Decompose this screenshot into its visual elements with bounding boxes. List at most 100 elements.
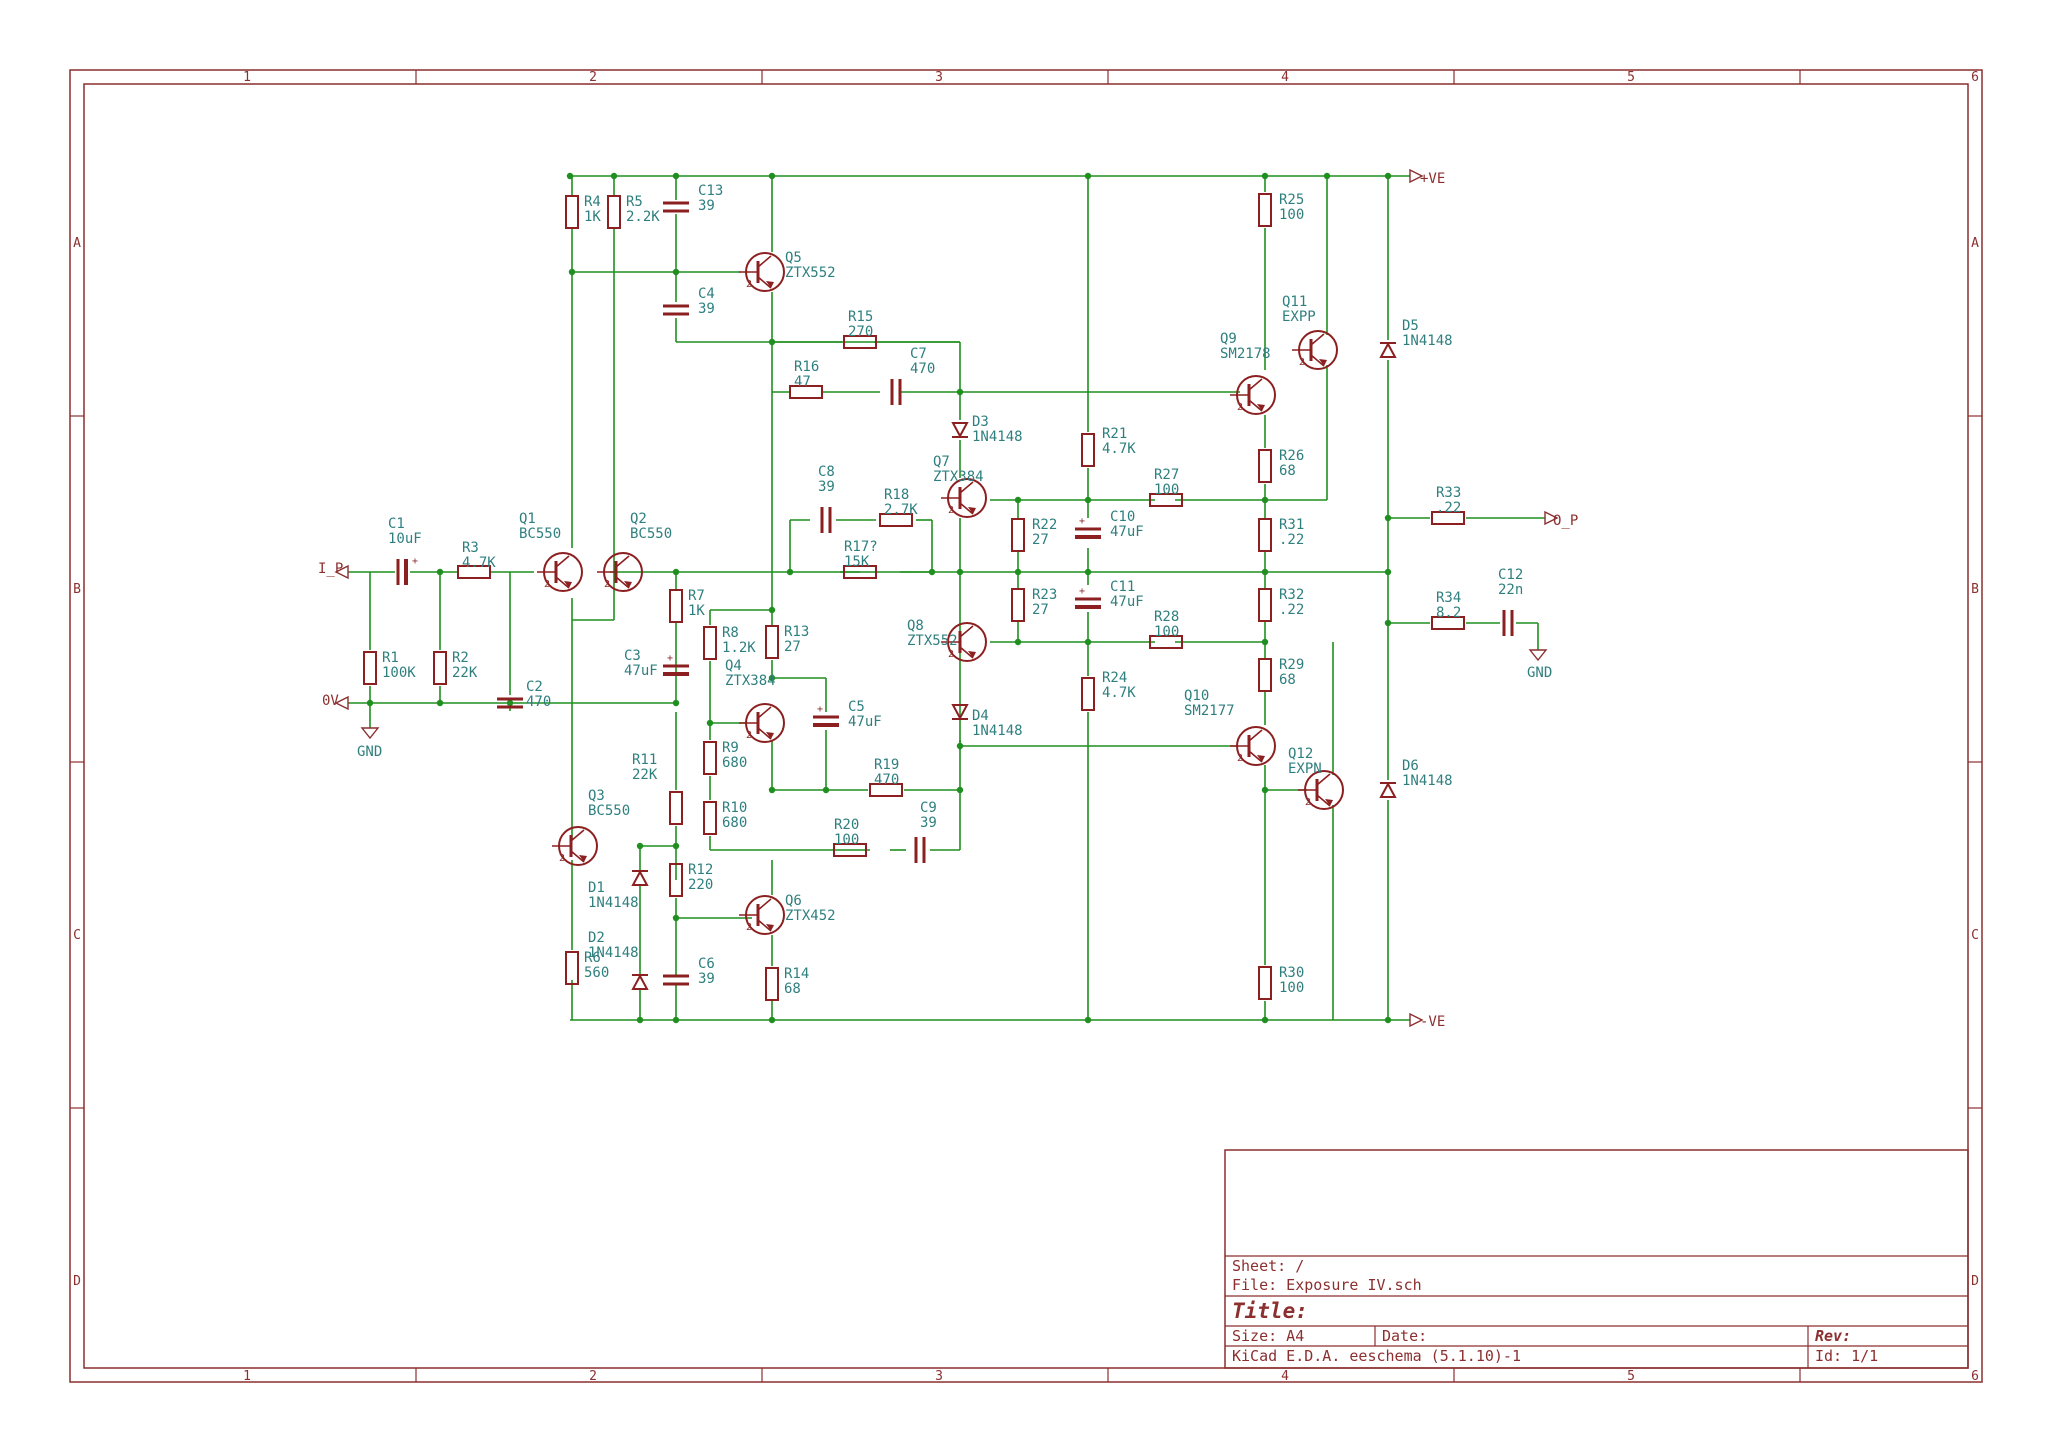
capacitor-ref: C2 xyxy=(526,679,543,695)
row-markers-right: A B C D xyxy=(1971,236,1979,1289)
diode-ref: D5 xyxy=(1402,318,1419,334)
resistor-value: 15K xyxy=(844,554,870,570)
junction-dot xyxy=(1014,638,1022,646)
col-marker: 3 xyxy=(935,1369,943,1384)
transistor-collector-lead xyxy=(1310,333,1325,346)
junction-dot xyxy=(768,172,776,180)
diode-value: 1N4148 xyxy=(588,895,639,911)
resistor-body xyxy=(1081,433,1095,467)
diode-ref: D3 xyxy=(972,414,989,430)
pin-number: 2 xyxy=(604,579,610,590)
resistor-r33: R33.22 xyxy=(1431,485,1465,525)
junction-dot xyxy=(768,1016,776,1024)
resistor-ref: R24 xyxy=(1102,670,1127,686)
diode-value: 1N4148 xyxy=(1402,773,1453,789)
resistor-body xyxy=(703,741,717,775)
transistor-value: SM2178 xyxy=(1220,346,1271,362)
net-label-op: O_P xyxy=(1553,513,1578,529)
resistor-body xyxy=(1258,518,1272,552)
resistor-ref: R16 xyxy=(794,359,819,375)
polarity-mark: + xyxy=(1079,516,1085,527)
resistor-body xyxy=(1258,193,1272,227)
resistor-body xyxy=(565,951,579,985)
row-marker: B xyxy=(1971,582,1979,597)
resistor-ref: R21 xyxy=(1102,426,1127,442)
col-marker: 4 xyxy=(1281,1369,1289,1384)
transistor-ref: Q6 xyxy=(785,893,802,909)
junction-dot xyxy=(956,568,964,576)
pin-number: 2 xyxy=(746,922,752,933)
resistor-ref: R18 xyxy=(884,487,909,503)
row-marker: A xyxy=(1971,236,1979,251)
transistor-emitter-arrow xyxy=(1257,404,1265,411)
col-marker: 1 xyxy=(243,1369,251,1384)
transistor-emitter-lead xyxy=(555,576,570,589)
title-block-date: Date: xyxy=(1382,1327,1427,1345)
junction-dot xyxy=(1084,1016,1092,1024)
capacitor-ref: C9 xyxy=(920,800,937,816)
resistor-ref: R19 xyxy=(874,757,899,773)
resistor-body xyxy=(669,863,683,897)
transistor-emitter-lead xyxy=(757,919,772,932)
resistor-value: 22K xyxy=(632,767,658,783)
diode-body xyxy=(631,869,649,886)
title-block-rev: Rev: xyxy=(1815,1327,1851,1345)
capacitor-value: 470 xyxy=(910,361,935,377)
capacitor-ref: C12 xyxy=(1498,567,1523,583)
transistor-emitter-arrow xyxy=(564,581,572,588)
transistor-ref: Q1 xyxy=(519,511,536,527)
transistor-collector-lead xyxy=(959,481,974,494)
resistor-value: 1K xyxy=(688,603,705,619)
net-label-ip: I_P xyxy=(318,561,343,577)
resistor-body xyxy=(869,783,903,797)
row-marker: C xyxy=(1971,928,1979,943)
resistor-ref: R27 xyxy=(1154,467,1179,483)
resistor-ref: R12 xyxy=(688,862,713,878)
transistor-emitter-arrow xyxy=(1257,755,1265,762)
junction-dot xyxy=(672,568,680,576)
junction-dot xyxy=(768,674,776,682)
resistor-body xyxy=(1149,493,1183,507)
capacitor-ref: C3 xyxy=(624,648,641,664)
junction-dot xyxy=(672,1016,680,1024)
resistor-ref: R25 xyxy=(1279,192,1304,208)
transistor-ref: Q8 xyxy=(907,618,924,634)
transistor-value: BC550 xyxy=(630,526,672,542)
resistor-r3: R34.7K xyxy=(457,540,496,579)
junction-dot xyxy=(956,742,964,750)
resistor-body xyxy=(1431,511,1465,525)
resistor-value: 2.2K xyxy=(626,209,660,225)
row-marker: C xyxy=(73,928,81,943)
junction-dot xyxy=(1323,172,1331,180)
wires xyxy=(348,175,1545,1021)
capacitor-value: 39 xyxy=(698,301,715,317)
junction-dot xyxy=(1261,568,1269,576)
junction-dot xyxy=(928,568,936,576)
resistor-value: 8.2 xyxy=(1436,605,1461,621)
diode-value: 1N4148 xyxy=(972,723,1023,739)
row-marker: D xyxy=(73,1274,81,1289)
pin-number: 2 xyxy=(1237,402,1243,413)
resistor-body xyxy=(1011,588,1025,622)
resistor-value: 4.7K xyxy=(1102,685,1136,701)
transistor-emitter-lead xyxy=(570,850,585,863)
